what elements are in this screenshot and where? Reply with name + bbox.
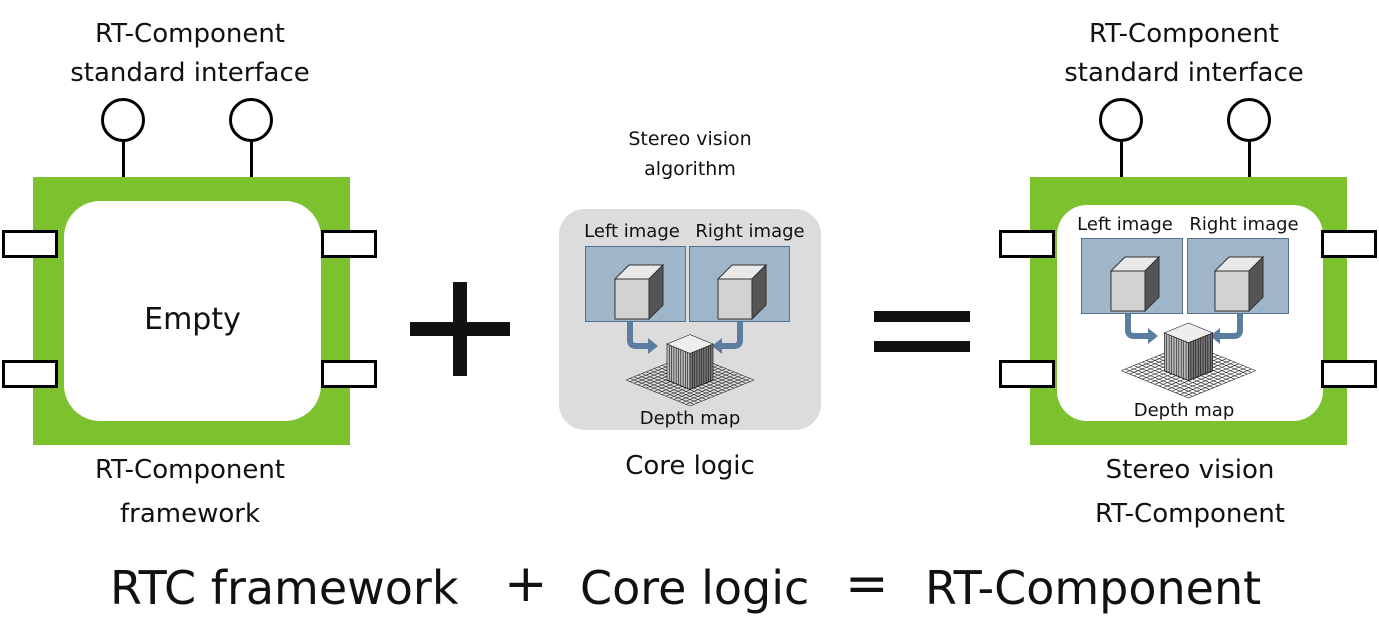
core-title-line1: Stereo vision xyxy=(628,128,752,150)
left-inport-1 xyxy=(2,230,58,258)
right-left-cube-icon xyxy=(1109,255,1161,313)
left-outport-1 xyxy=(321,230,377,258)
left-interface-port-2-icon xyxy=(229,98,273,142)
right-arrows-icon xyxy=(1125,314,1243,344)
core-right-image-label: Right image xyxy=(695,221,805,242)
right-inport-2 xyxy=(999,360,1055,388)
right-depth-map-icon xyxy=(1120,322,1256,398)
formula: RTC framework + Core logic = RT-Componen… xyxy=(0,554,1379,620)
right-interface-label-line2: standard interface xyxy=(1064,58,1304,88)
right-interface-label-line1: RT-Component xyxy=(1089,19,1279,49)
right-inport-1 xyxy=(999,230,1055,258)
right-right-cube-icon xyxy=(1213,255,1265,313)
left-component-empty-text: Empty xyxy=(144,302,241,337)
right-interface-port-2-stem xyxy=(1248,141,1251,177)
right-caption-line1: Stereo vision xyxy=(1105,455,1275,485)
right-interface-port-2-icon xyxy=(1227,98,1271,142)
right-caption-line2: RT-Component xyxy=(1095,499,1285,529)
formula-plus: + xyxy=(504,554,548,614)
right-outport-2 xyxy=(1321,360,1377,388)
left-interface-port-1-icon xyxy=(101,98,145,142)
left-interface-port-2-stem xyxy=(250,141,253,177)
right-left-image-label: Left image xyxy=(1077,214,1173,235)
right-outport-1 xyxy=(1321,230,1377,258)
core-depth-map-icon xyxy=(625,334,755,407)
left-interface-label-line1: RT-Component xyxy=(95,19,285,49)
core-right-cube-icon xyxy=(716,263,768,321)
core-left-cube-icon xyxy=(613,263,665,321)
plus-icon xyxy=(410,282,510,376)
core-title-line2: algorithm xyxy=(644,158,736,180)
core-depth-map-label: Depth map xyxy=(639,408,741,429)
left-caption-line2: framework xyxy=(119,499,261,529)
core-caption: Core logic xyxy=(625,451,755,481)
right-right-image-label: Right image xyxy=(1189,214,1299,235)
left-interface-label-line2: standard interface xyxy=(70,58,310,88)
equals-icon xyxy=(874,311,970,352)
formula-part-core-logic: Core logic xyxy=(580,561,810,615)
left-component-body xyxy=(64,201,321,421)
left-outport-2 xyxy=(321,360,377,388)
left-caption-line1: RT-Component xyxy=(95,455,285,485)
core-left-image-label: Left image xyxy=(584,221,680,242)
formula-equals: = xyxy=(845,554,889,614)
right-interface-port-1-stem xyxy=(1120,141,1123,177)
core-arrows-icon xyxy=(627,322,743,354)
left-interface-port-1-stem xyxy=(122,141,125,177)
right-interface-port-1-icon xyxy=(1099,98,1143,142)
right-depth-map-label: Depth map xyxy=(1133,400,1235,421)
formula-part-rt-component: RT-Component xyxy=(925,561,1262,615)
left-inport-2 xyxy=(2,360,58,388)
formula-part-rtc-framework: RTC framework xyxy=(110,561,459,615)
